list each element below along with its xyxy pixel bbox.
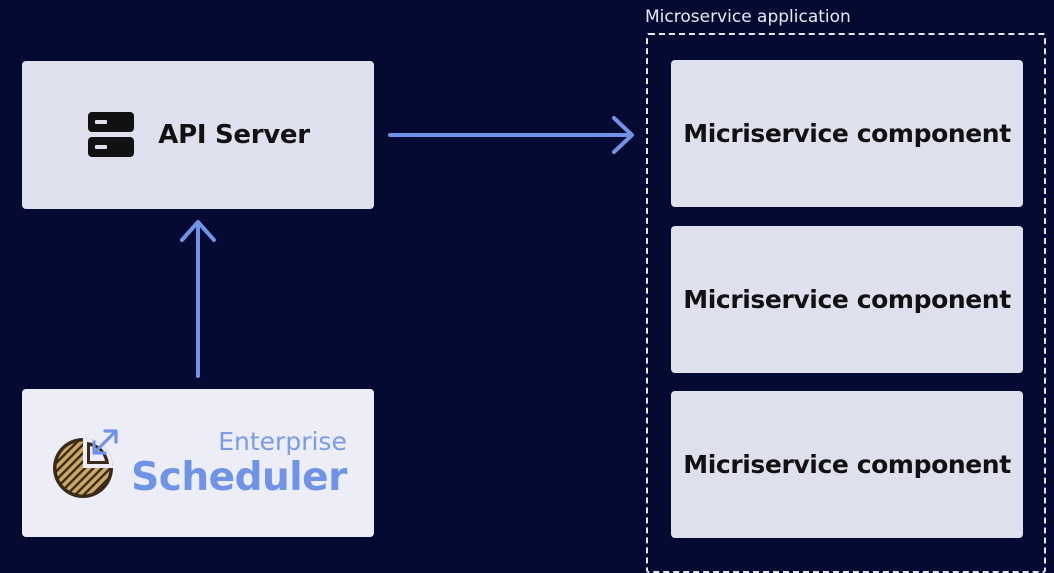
api-server-label: API Server xyxy=(158,120,310,150)
microservice-component-label: Micriservice component xyxy=(683,450,1011,479)
arrow-api-server-to-microservices xyxy=(388,116,634,154)
enterprise-scheduler-node: Enterprise Scheduler xyxy=(22,389,374,537)
microservice-application-label: Microservice application xyxy=(645,7,851,27)
enterprise-scheduler-logo: Enterprise Scheduler xyxy=(49,426,347,500)
logo-text-scheduler: Scheduler xyxy=(131,455,347,500)
api-server-node: API Server xyxy=(22,61,374,209)
microservice-component-label: Micriservice component xyxy=(683,119,1011,148)
microservice-component-3: Micriservice component xyxy=(671,391,1023,538)
scheduler-logo-icon xyxy=(53,429,118,498)
server-icon xyxy=(88,112,135,157)
microservice-component-2: Micriservice component xyxy=(671,226,1023,373)
arrow-scheduler-to-api-server xyxy=(180,220,216,378)
logo-text-enterprise: Enterprise xyxy=(218,427,347,456)
microservice-component-label: Micriservice component xyxy=(683,285,1011,314)
microservice-component-1: Micriservice component xyxy=(671,60,1023,207)
